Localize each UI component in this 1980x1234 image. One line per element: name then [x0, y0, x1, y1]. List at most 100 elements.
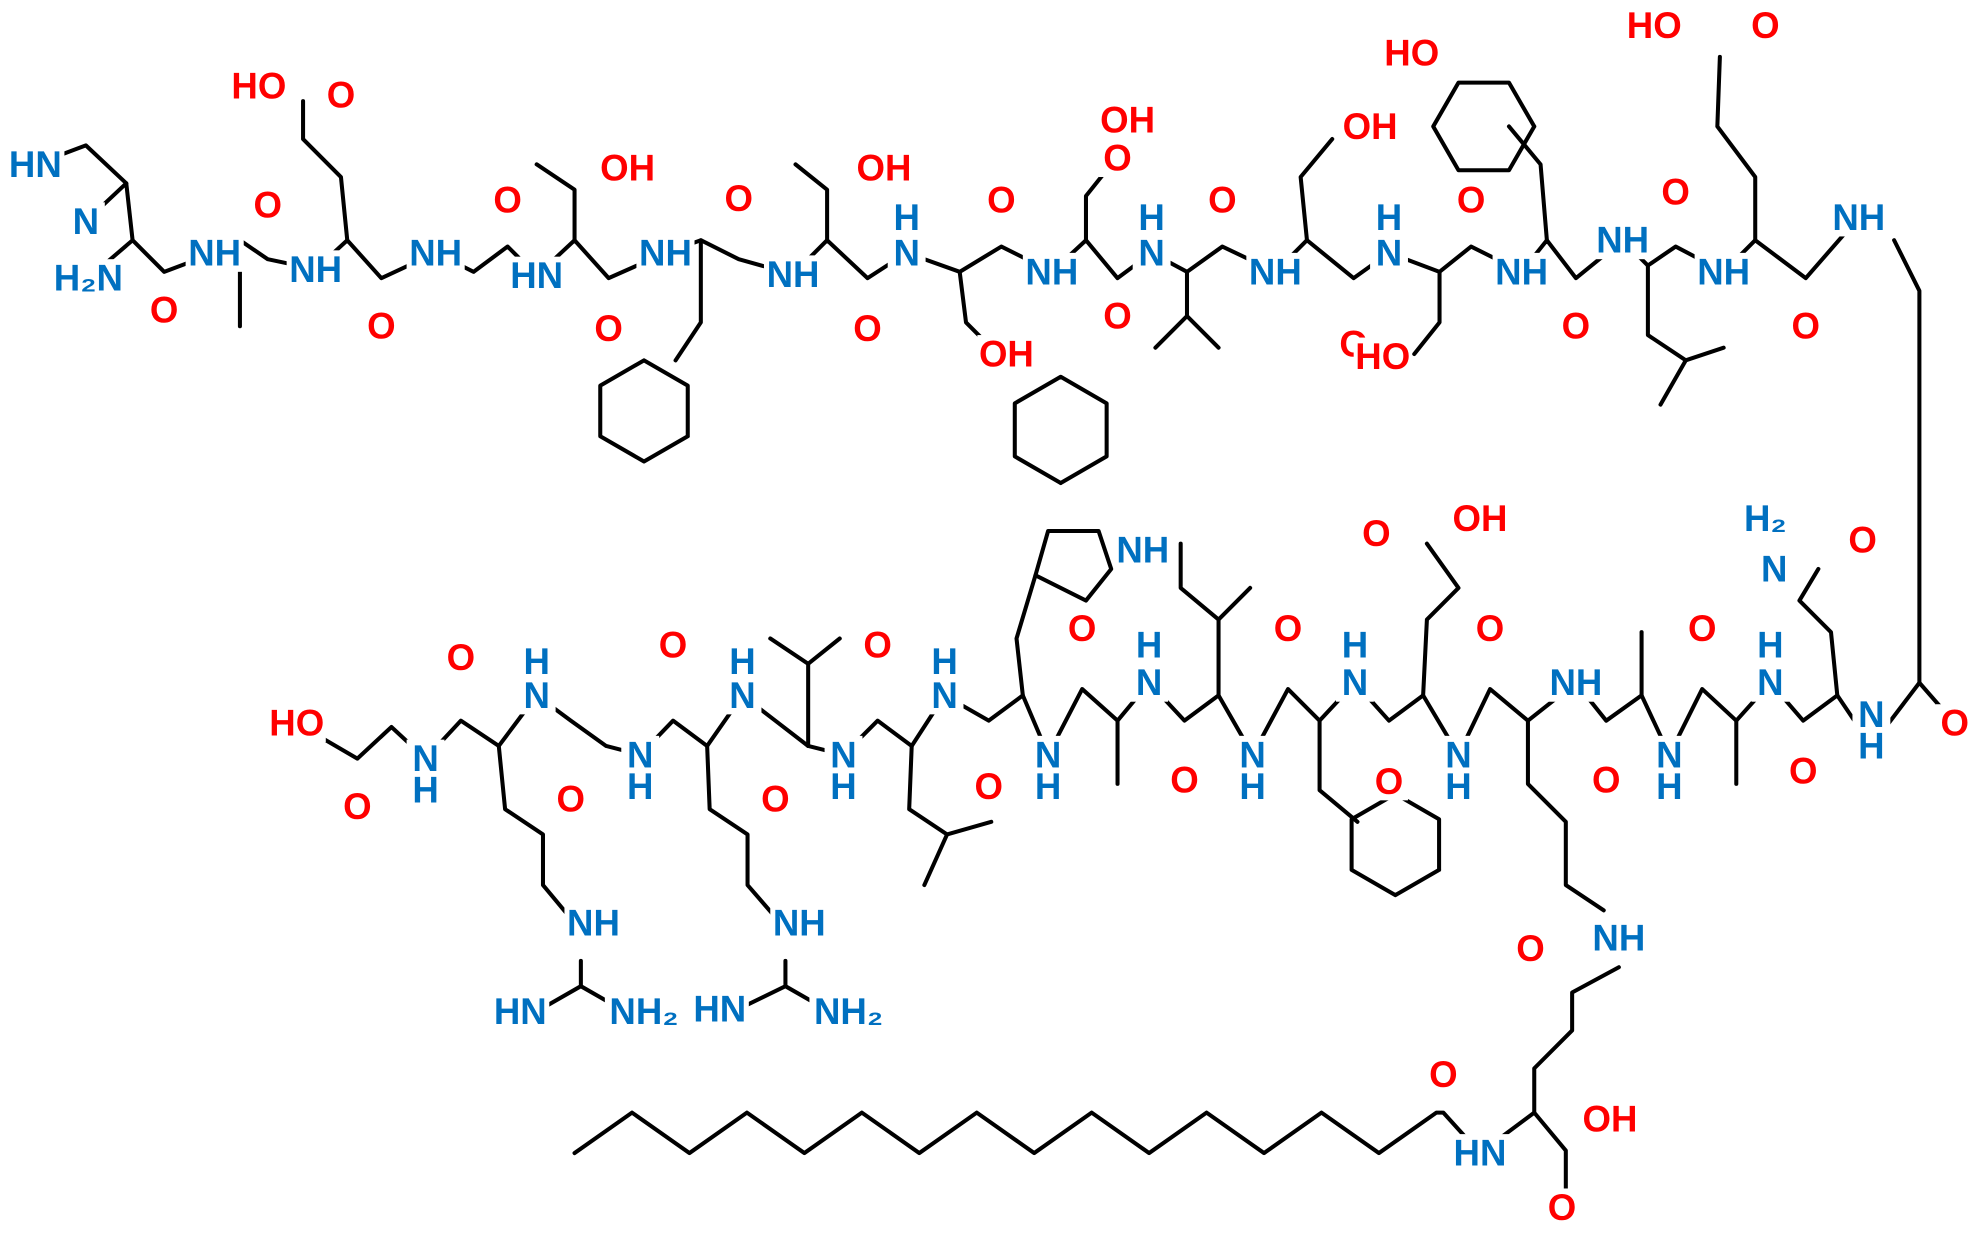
atom-label-background [286, 250, 345, 289]
atom-label-background [551, 780, 590, 819]
nitrogen-atom-label: N [1757, 662, 1783, 703]
oxygen-atom-label: O [974, 766, 1002, 807]
nitrogen-atom-label: N [1761, 548, 1787, 589]
val-branch [1184, 314, 1221, 350]
atom-label-background [1370, 233, 1408, 272]
oxygen-atom-label: O [1375, 761, 1403, 802]
oxygen-atom-label: O [343, 786, 371, 827]
atom-label-background [322, 75, 360, 114]
nitrogen-atom-label: NH [1697, 251, 1750, 292]
lys-sidechain [1525, 718, 1606, 913]
atom-label-background [1246, 252, 1305, 291]
glu-sidechain [301, 99, 350, 243]
atom-label-background [1132, 233, 1171, 272]
oxygen-atom-label: OH [1100, 100, 1155, 141]
nitrogen-atom-label: NH [1116, 529, 1169, 570]
nitrogen-atom-label: NH [1495, 251, 1548, 292]
atom-label-background [925, 676, 964, 715]
oxygen-atom-label: O [1170, 760, 1198, 801]
val-sidechain [1153, 269, 1190, 350]
nitrogen-atom-label: H [1445, 766, 1471, 807]
atom-label-background [1450, 499, 1509, 538]
atom-label-background [977, 335, 1036, 373]
atom-label-background [507, 256, 566, 295]
atom-label-background [858, 625, 897, 664]
nitrogen-atom-label: NH [188, 232, 241, 273]
atom-label-background [1357, 514, 1396, 553]
atom-label-background [1063, 609, 1102, 648]
nitrogen-atom-label: H [523, 641, 549, 682]
nitrogen-atom-label: H [1858, 725, 1884, 766]
atom-label-background [1736, 499, 1795, 538]
atom-label-background [1746, 6, 1785, 45]
atom-label-background [362, 307, 401, 346]
oxygen-atom-label: O [724, 178, 752, 219]
oxygen-atom-label: OH [979, 334, 1034, 375]
nitrogen-atom-label: NH [1549, 662, 1602, 703]
nitrogen-atom-label: NH₂ [814, 991, 883, 1032]
linker-bond [1892, 238, 1957, 726]
oxygen-atom-label: HO [1627, 5, 1682, 46]
benzene-ring-icon [1431, 80, 1537, 173]
atom-label-background [887, 233, 926, 272]
oxygen-atom-label: O [150, 289, 178, 330]
atom-label-background [809, 992, 888, 1031]
oxygen-atom-label: O [1592, 760, 1620, 801]
oxygen-atom-label: O [493, 179, 521, 220]
nitrogen-atom-label: NH [639, 232, 692, 273]
val-branch-2 [806, 636, 842, 666]
oxygen-atom-label: O [594, 308, 622, 349]
nitrogen-atom-label: NH [1592, 918, 1645, 959]
atom-label-background [1132, 198, 1171, 237]
atom-label-background [1370, 198, 1408, 237]
nitrogen-atom-label: H₂ [1744, 498, 1787, 539]
atom-label-background [1471, 609, 1509, 648]
nitrogen-atom-label: N [729, 675, 755, 716]
atom-label-background [185, 233, 244, 272]
arg-sidechain [496, 743, 577, 925]
atom-label-background [1165, 761, 1204, 800]
atom-label-background [1852, 726, 1891, 765]
oxygen-atom-label: OH [1343, 106, 1398, 147]
oxygen-atom-label: O [327, 74, 355, 115]
nitrogen-atom-label: H [1136, 624, 1162, 665]
nitrogen-atom-label: H [729, 641, 755, 682]
ile-sidechain [1178, 541, 1221, 698]
atom-label-background [1353, 337, 1412, 376]
atom-label-background [1492, 252, 1551, 291]
oxygen-atom-label: O [1789, 751, 1817, 792]
atom-label-background [1203, 180, 1242, 219]
atom-label-background [1029, 767, 1068, 806]
atom-label-background [49, 259, 128, 298]
nitrogen-atom-label: N [1138, 232, 1164, 273]
atom-label-background [1022, 252, 1081, 291]
nitrogen-atom-label: NH [409, 232, 462, 273]
nitrogen-atom-label: NH [1025, 251, 1078, 292]
atom-label-background [621, 767, 660, 806]
atom-label-background [1439, 767, 1478, 806]
leu-branch [1683, 345, 1726, 363]
oxygen-atom-label: HO [1384, 33, 1439, 74]
oxygen-atom-label: O [1274, 608, 1302, 649]
nitrogen-atom-label: H [1656, 766, 1682, 807]
phe-sidechain-2 [1317, 718, 1360, 824]
nitrogen-atom-label: H [1757, 624, 1783, 665]
oxygen-atom-label: O [1103, 296, 1131, 337]
atom-label-background [66, 202, 105, 241]
oxygen-atom-label: O [1208, 179, 1236, 220]
atom-label-background [1556, 307, 1595, 346]
nitrogen-atom-label: H [1035, 766, 1061, 807]
atom-label-background [517, 642, 556, 681]
nitrogen-atom-label: H [893, 197, 919, 238]
atom-label-background [1130, 663, 1169, 702]
atom-label-background [1694, 252, 1753, 291]
atom-label-background [1543, 1188, 1581, 1227]
nitrogen-atom-label: H [1376, 197, 1402, 238]
oxygen-atom-label: O [1791, 306, 1819, 347]
atom-label-background [338, 787, 377, 826]
nitrogen-atom-label: N [893, 232, 919, 273]
atom-label-background [1587, 761, 1626, 800]
oxygen-atom-label: OH [1452, 498, 1507, 539]
atom-label-background [848, 309, 887, 348]
